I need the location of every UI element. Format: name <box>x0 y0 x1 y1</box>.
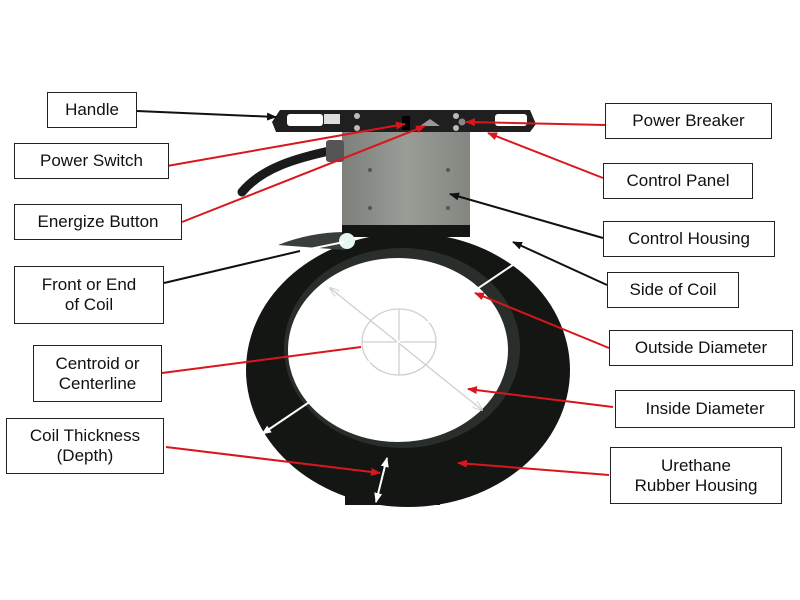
label-inside-diameter: Inside Diameter <box>615 390 795 428</box>
label-outside-diameter: Outside Diameter <box>609 330 793 366</box>
label-coil-thickness: Coil Thickness (Depth) <box>6 418 164 474</box>
power-cable <box>237 145 339 197</box>
label-power-switch: Power Switch <box>14 143 169 179</box>
leader-side-of-coil <box>512 241 608 286</box>
leader-inside-diameter <box>467 386 614 408</box>
leader-urethane <box>457 459 610 476</box>
label-centroid-or-centerline: Centroid or Centerline <box>33 345 162 402</box>
leader-centroid <box>161 346 362 374</box>
label-side-of-coil: Side of Coil <box>607 272 739 308</box>
leader-energize-button <box>181 125 426 223</box>
leader-handle <box>136 110 277 121</box>
leader-outside-diameter <box>474 292 610 349</box>
leader-thickness <box>165 446 381 476</box>
leader-power-breaker <box>465 118 606 127</box>
outside-diameter-arrow <box>261 255 527 435</box>
control-housing-shape <box>342 130 470 237</box>
label-control-panel: Control Panel <box>603 163 753 199</box>
front-marker-dot <box>339 233 355 249</box>
coil-body <box>246 232 570 507</box>
label-handle: Handle <box>47 92 137 128</box>
leader-front <box>163 250 301 284</box>
label-front-or-end-of-coil: Front or End of Coil <box>14 266 164 324</box>
leader-lines <box>136 110 614 476</box>
label-energize-button: Energize Button <box>14 204 182 240</box>
leader-control-housing <box>449 192 604 239</box>
leader-power-switch <box>166 121 406 167</box>
label-power-breaker: Power Breaker <box>605 103 772 139</box>
handle-plate <box>272 110 536 132</box>
thickness-arrow <box>374 457 389 503</box>
label-urethane-rubber-housing: Urethane Rubber Housing <box>610 447 782 504</box>
leader-control-panel <box>487 132 604 179</box>
label-control-housing: Control Housing <box>603 221 775 257</box>
